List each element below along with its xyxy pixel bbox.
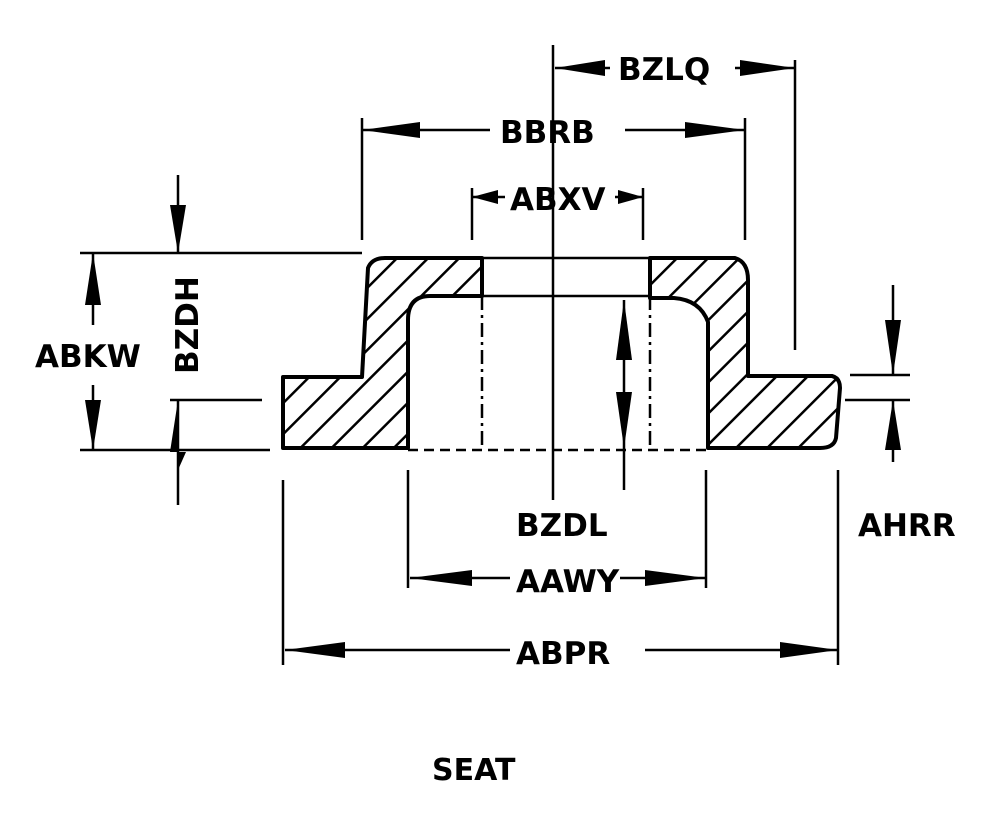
ahrr-label: AHRR xyxy=(858,508,956,544)
abpr-arrow-right xyxy=(780,642,838,658)
aawy-arrow-right xyxy=(645,570,706,586)
seat-section-right xyxy=(648,256,842,450)
bbrb-label: BBRB xyxy=(500,115,595,151)
bzdh-label: BZDH xyxy=(170,276,206,374)
bzdh-arrow-down xyxy=(170,205,186,253)
bbrb-arrow-right xyxy=(685,122,745,138)
abkw-label: ABKW xyxy=(35,339,141,375)
aawy-label: AAWY xyxy=(516,564,620,600)
abxv-arrow-left xyxy=(472,190,498,204)
abkw-arrow-up xyxy=(85,253,101,305)
seat-section-left xyxy=(281,256,484,450)
bzdl-arrow-up xyxy=(616,300,632,360)
bbrb-arrow-left xyxy=(362,122,420,138)
bzlq-arrow-right xyxy=(740,60,795,76)
ahrr-arrow-down xyxy=(885,320,901,375)
bzlq-label: BZLQ xyxy=(618,52,710,88)
abxv-arrow-right xyxy=(618,190,643,204)
ahrr-arrow-up xyxy=(885,400,901,450)
abpr-arrow-left xyxy=(285,642,345,658)
aawy-arrow-left xyxy=(410,570,472,586)
bzdl-arrow-down xyxy=(616,392,632,448)
abxv-label: ABXV xyxy=(510,182,606,218)
bzdh-arrow-up xyxy=(170,400,186,470)
abkw-arrow-down xyxy=(85,400,101,450)
bzdl-label: BZDL xyxy=(516,508,608,544)
abpr-label: ABPR xyxy=(516,636,610,672)
diagram-title: SEAT xyxy=(432,753,516,788)
bzlq-arrow-left xyxy=(555,60,605,76)
